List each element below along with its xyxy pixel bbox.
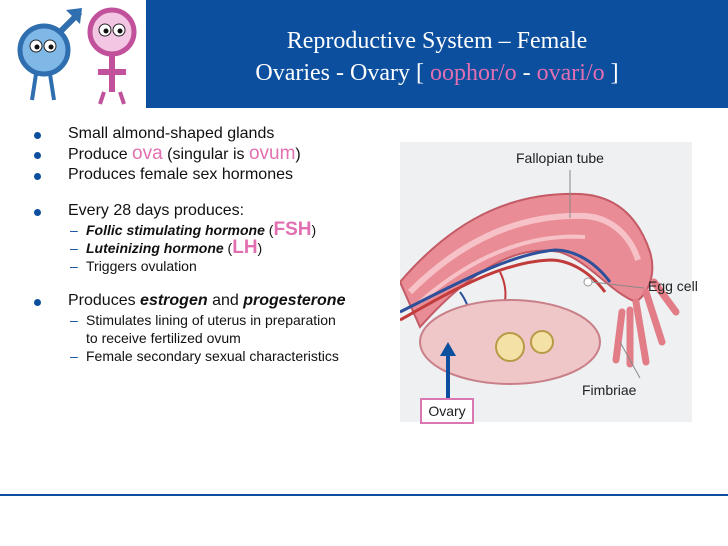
slide-subtitle: Ovaries - Ovary [ oophor/o - ovari/o ] — [146, 60, 728, 87]
label-fallopian-tube: Fallopian tube — [516, 150, 604, 166]
bullet-dot-icon — [34, 132, 41, 139]
label-fimbriae: Fimbriae — [582, 382, 637, 398]
term-lh: LH — [232, 237, 258, 258]
bullet-text: and — [207, 292, 244, 309]
term-ovum: ovum — [248, 143, 296, 164]
term-lh-full: Luteinizing hormone — [86, 240, 224, 256]
term-fsh: FSH — [273, 219, 312, 240]
bullet-hormones: Produces female sex hormones — [34, 165, 414, 185]
title-band — [146, 0, 728, 108]
bullet-text: ) — [295, 146, 301, 163]
root-oophor: oophor/o — [429, 60, 517, 86]
slide-header — [0, 0, 728, 108]
bullet-text: (singular is — [162, 146, 249, 163]
subtitle-suffix: ] — [604, 60, 619, 86]
label-egg-cell: Egg cell — [648, 278, 698, 294]
bullet-text: Produces — [68, 292, 141, 309]
bullet-list: Small almond-shaped glands Produce ova (… — [34, 124, 414, 365]
subtitle-prefix: Ovaries - Ovary [ — [255, 60, 430, 86]
bullet-text: ) — [257, 240, 263, 256]
bullet-text: Every 28 days produces: — [68, 202, 245, 219]
bullet-text: Stimulates lining of uterus in preparati… — [86, 312, 336, 328]
dash-icon: – — [70, 312, 78, 328]
term-fsh-full: Follic stimulating hormone — [86, 222, 265, 238]
dash-icon: – — [70, 258, 78, 274]
sub-bullet-uterus: –Stimulates lining of uterus in preparat… — [34, 311, 414, 347]
bullet-estrogen: Produces estrogen and progesterone — [34, 291, 414, 311]
bullet-text: Produces female sex hormones — [68, 166, 293, 183]
dash-icon: – — [70, 222, 78, 238]
bullet-dot-icon — [34, 209, 41, 216]
bullet-text: to receive fertilized ovum — [86, 330, 241, 346]
bullet-text: ( — [223, 240, 233, 256]
bullet-dot-icon — [34, 173, 41, 180]
gender-symbols-logo-icon — [17, 7, 137, 105]
footer-divider — [0, 494, 728, 496]
sub-bullet-fsh: –Follic stimulating hormone (FSH) — [34, 219, 414, 240]
bullet-text: ) — [311, 222, 317, 238]
term-estrogen: estrogen — [140, 292, 208, 309]
bullet-text: Small almond-shaped glands — [68, 125, 275, 142]
label-ovary: Ovary — [420, 398, 474, 424]
sub-bullet-secondary: –Female secondary sexual characteristics — [34, 347, 414, 365]
bullet-text: Produce — [68, 146, 133, 163]
bullet-glands: Small almond-shaped glands — [34, 124, 414, 144]
dash-icon: – — [70, 240, 78, 256]
ovary-illustration — [400, 142, 692, 422]
term-ova: ova — [132, 143, 163, 164]
bullet-text: Female secondary sexual characteristics — [86, 348, 339, 364]
subtitle-separator: - — [516, 60, 537, 86]
dash-icon: – — [70, 348, 78, 364]
bullet-ova: Produce ova (singular is ovum) — [34, 144, 414, 165]
bullet-dot-icon — [34, 152, 41, 159]
sub-bullet-lh: –Luteinizing hormone (LH) — [34, 237, 414, 258]
root-ovari: ovari/o — [536, 60, 605, 86]
bullet-text: ( — [264, 222, 274, 238]
slide-title: Reproductive System – Female — [286, 28, 588, 54]
sub-bullet-ovulation: –Triggers ovulation — [34, 257, 414, 275]
bullet-28-days: Every 28 days produces: — [34, 201, 414, 221]
bullet-text: Triggers ovulation — [86, 258, 197, 274]
bullet-dot-icon — [34, 299, 41, 306]
term-progesterone: progesterone — [243, 292, 346, 309]
